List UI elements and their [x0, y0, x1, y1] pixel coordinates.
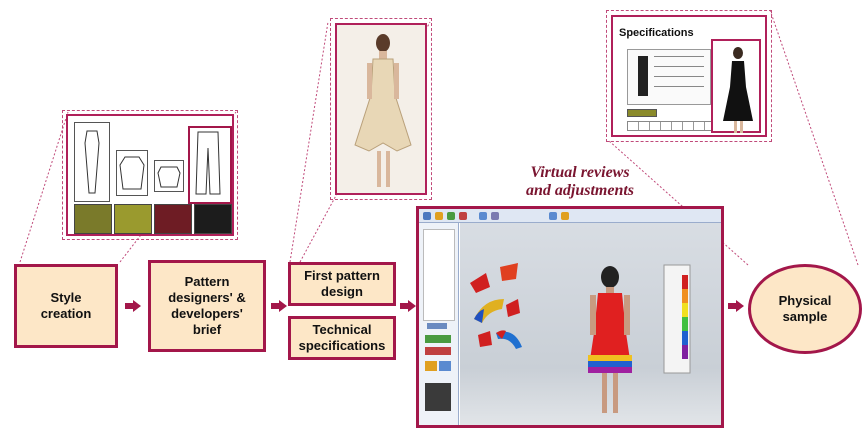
app-side-panel: [419, 223, 459, 425]
sketch-panel-outer: [62, 110, 238, 240]
spec-swatch-row: [627, 109, 657, 117]
app-3d-viewport: [460, 223, 721, 425]
flat-sketch-jacket: [116, 150, 148, 196]
virtual-reviews-title-line1: Virtual reviews: [530, 164, 630, 181]
style-creation-box: Style creation: [14, 264, 118, 348]
toolbar-icon[interactable]: [479, 212, 487, 220]
sketch-panel: [66, 114, 234, 236]
arrow-right-icon: [400, 300, 416, 312]
fabric-swatch-olive: [74, 204, 112, 234]
first-pattern-label: First pattern design: [304, 267, 380, 299]
spec-sheet-table: [627, 49, 711, 105]
spec-panel: Specifications: [611, 15, 767, 137]
arrow-right-icon: [125, 300, 141, 312]
model-beige-dress-image: [354, 34, 412, 187]
arrow-right-icon: [271, 300, 287, 312]
pattern-panel-outer: [330, 18, 432, 200]
virtual-app-window: [416, 206, 724, 428]
tech-specs-label: Technical specifications: [298, 321, 386, 353]
flat-sketch-dress: [74, 122, 110, 202]
pattern-panel: [335, 23, 427, 195]
toolbar-icon[interactable]: [423, 212, 431, 220]
toolbar-icon[interactable]: [491, 212, 499, 220]
fabric-swatch-burgundy: [154, 204, 192, 234]
virtual-avatar-scene: [470, 263, 691, 413]
toolbar-icon[interactable]: [549, 212, 557, 220]
tech-specs-box: Technical specifications: [288, 316, 396, 360]
arrow-right-icon: [728, 300, 744, 312]
physical-sample-oval: Physical sample: [748, 264, 862, 354]
toolbar-icon[interactable]: [561, 212, 569, 220]
toolbar-icon[interactable]: [447, 212, 455, 220]
spec-panel-outer: Specifications: [606, 10, 772, 142]
flat-sketch-top: [154, 160, 184, 192]
flat-sketch-trousers: [188, 126, 232, 204]
style-creation-label: Style creation: [40, 289, 92, 321]
fabric-swatch-black: [194, 204, 232, 234]
fabric-swatch-mustard: [114, 204, 152, 234]
brief-box: Pattern designers' & developers' brief: [148, 260, 266, 352]
spec-model-image: [711, 39, 761, 133]
toolbar-icon[interactable]: [459, 212, 467, 220]
app-toolbar: [419, 209, 721, 223]
toolbar-icon[interactable]: [435, 212, 443, 220]
virtual-reviews-title: Virtual reviews and adjustments: [490, 164, 670, 199]
physical-sample-label: Physical sample: [778, 292, 832, 324]
first-pattern-box: First pattern design: [288, 262, 396, 306]
specifications-title: Specifications: [619, 27, 694, 39]
virtual-reviews-title-line2: and adjustments: [525, 181, 635, 199]
brief-label: Pattern designers' & developers' brief: [168, 273, 246, 338]
